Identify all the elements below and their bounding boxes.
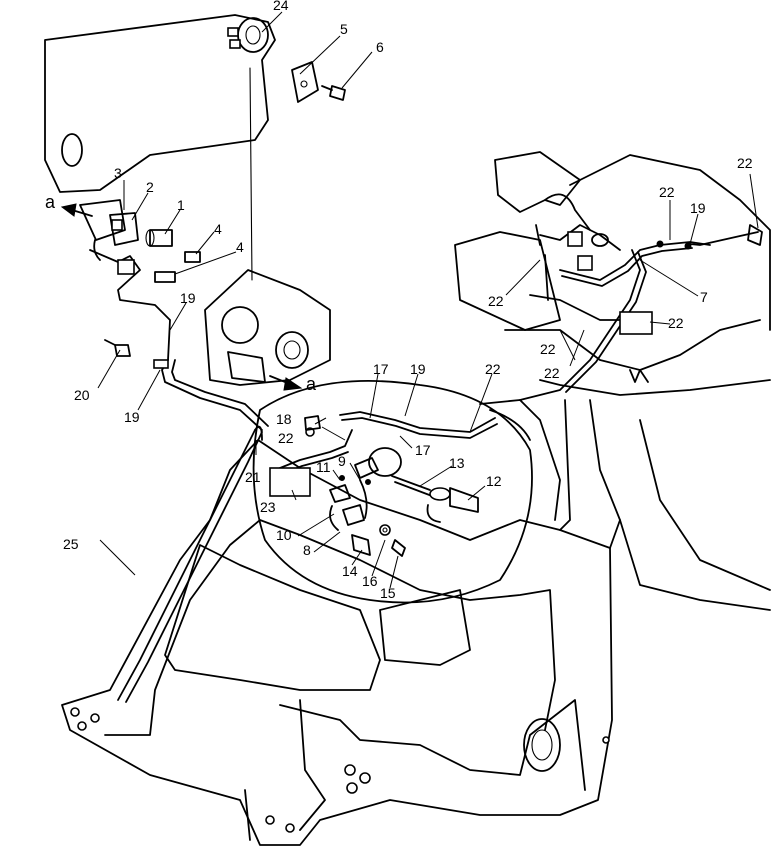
callout-15: 15 <box>380 585 396 601</box>
callout-12: 12 <box>486 473 502 489</box>
callout-22b: 22 <box>485 361 501 377</box>
callout-10: 10 <box>276 527 292 543</box>
callout-18: 18 <box>276 411 292 427</box>
callout-21: 21 <box>245 469 261 485</box>
callout-22d: 22 <box>540 341 556 357</box>
callout-17a: 17 <box>373 361 389 377</box>
callout-19c: 19 <box>410 361 426 377</box>
callout-4a: 4 <box>214 221 222 237</box>
callout-17b: 17 <box>415 442 431 458</box>
callout-5: 5 <box>340 21 348 37</box>
sensor-bracket-assembly <box>79 199 201 361</box>
callout-19b: 19 <box>124 409 140 425</box>
callout-14: 14 <box>342 563 358 579</box>
callout-24: 24 <box>273 0 289 13</box>
callout-22h: 22 <box>737 155 753 171</box>
callout-25: 25 <box>63 536 79 552</box>
view-marker-a-mid: a <box>306 374 317 394</box>
callout-22c: 22 <box>488 293 504 309</box>
callout-13: 13 <box>449 455 465 471</box>
bolt-6 <box>321 85 346 101</box>
boom-pivot-mount <box>204 269 331 386</box>
callout-19a: 19 <box>180 290 196 306</box>
callout-22g: 22 <box>659 184 675 200</box>
view-marker-a-top: a <box>45 192 56 212</box>
plate-bracket <box>291 61 319 103</box>
callout-4b: 4 <box>236 239 244 255</box>
callout-11: 11 <box>316 459 331 475</box>
main-harness-left <box>104 339 269 703</box>
callout-19d: 19 <box>690 200 706 216</box>
callout-7: 7 <box>700 289 708 305</box>
chassis-frame <box>61 439 613 846</box>
callout-2: 2 <box>146 179 154 195</box>
callout-9: 9 <box>338 453 346 469</box>
callout-3: 3 <box>114 165 122 181</box>
view-arrow-top <box>60 203 93 217</box>
callout-23: 23 <box>260 499 276 515</box>
cab-harness <box>519 193 763 401</box>
center-cover-plate <box>252 380 533 604</box>
callout-22f: 22 <box>668 315 684 331</box>
callout-20: 20 <box>74 387 90 403</box>
boom-arm <box>44 14 276 193</box>
cab-structure <box>454 151 771 611</box>
callout-6: 6 <box>376 39 384 55</box>
callout-8: 8 <box>303 542 311 558</box>
callout-16: 16 <box>362 573 378 589</box>
center-components <box>254 411 498 557</box>
callout-labels: 24 5 6 3 2 1 4 4 19 20 19 21 23 10 8 11 … <box>45 0 753 601</box>
leader-lines <box>97 11 759 589</box>
view-arrow-mid <box>269 375 303 391</box>
callout-22e: 22 <box>544 365 560 381</box>
callout-22a: 22 <box>278 430 294 446</box>
callout-1: 1 <box>177 197 185 213</box>
